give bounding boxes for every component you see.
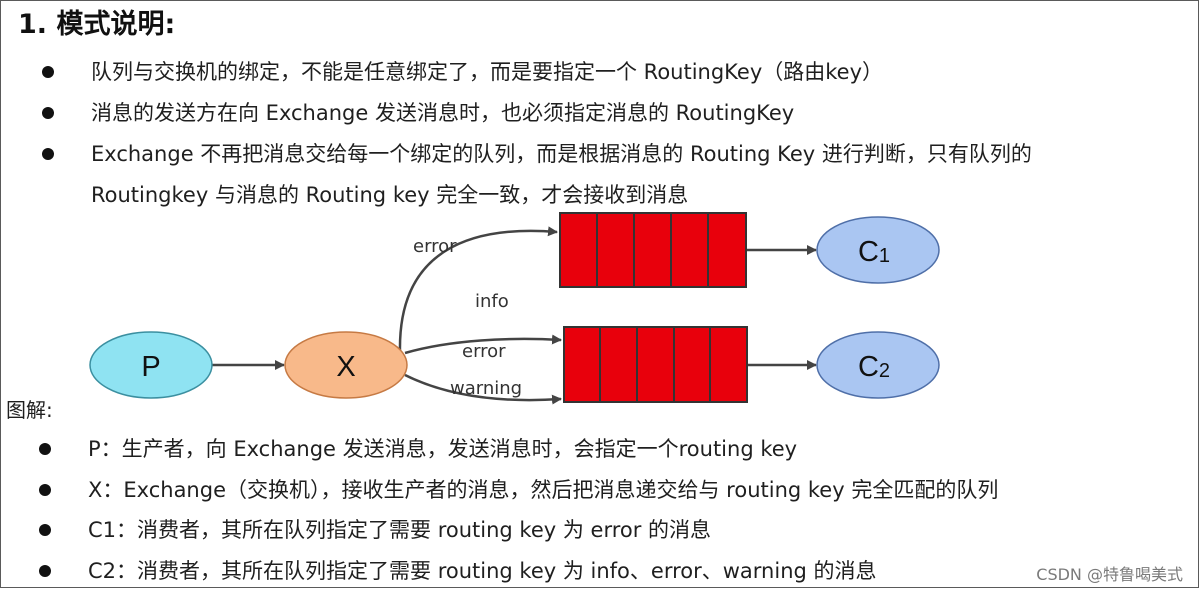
bullet-dot — [39, 484, 51, 496]
legend-bullet-text: X：Exchange（交换机），接收生产者的消息，然后把消息递交给与 routi… — [88, 478, 999, 502]
legend-bullet-exchange: X：Exchange（交换机），接收生产者的消息，然后把消息递交给与 routi… — [39, 474, 999, 504]
queue-1 — [559, 212, 747, 288]
figure-caption: 图解: — [6, 398, 53, 422]
legend-bullet-text: P：生产者，向 Exchange 发送消息，发送消息时，会指定一个routing… — [88, 437, 798, 461]
section-heading: 1. 模式说明: — [18, 9, 176, 40]
intro-bullet-3: Exchange 不再把消息交给每一个绑定的队列，而是根据消息的 Routing… — [42, 138, 1032, 168]
legend-bullet-text: C2：消费者，其所在队列指定了需要 routing key 为 info、err… — [88, 559, 877, 583]
intro-bullet-1: 队列与交换机的绑定，不能是任意绑定了，而是要指定一个 RoutingKey（路由… — [42, 56, 884, 86]
arrow-x-to-queue2-warning — [404, 373, 562, 405]
consumer-2-main: C — [858, 351, 879, 383]
intro-bullet-3-continued: Routingkey 与消息的 Routing key 完全一致，才会接收到消息 — [91, 179, 688, 209]
exchange-label: X — [336, 351, 355, 383]
consumer-1-node — [816, 216, 940, 284]
bullet-dot — [42, 107, 54, 119]
queue-2 — [563, 326, 748, 403]
arrow-x-to-queue2-error — [404, 334, 562, 355]
legend-bullet-consumer-2: C2：消费者，其所在队列指定了需要 routing key 为 info、err… — [39, 555, 877, 585]
route-label-q1-error: error — [413, 236, 457, 257]
intro-bullet-2: 消息的发送方在向 Exchange 发送消息时，也必须指定消息的 Routing… — [42, 97, 795, 127]
route-label-q2-error: error — [462, 341, 506, 362]
intro-bullet-text: Exchange 不再把消息交给每一个绑定的队列，而是根据消息的 Routing… — [91, 142, 1032, 166]
consumer-1-label: C1 — [858, 236, 890, 268]
producer-label: P — [141, 351, 160, 383]
watermark: CSDN @特鲁喝美式 — [1036, 565, 1183, 584]
exchange-node — [284, 331, 408, 399]
route-label-q2-warning: warning — [450, 378, 522, 399]
legend-bullet-text: C1：消费者，其所在队列指定了需要 routing key 为 error 的消… — [88, 518, 712, 542]
queue-1-box — [559, 212, 747, 288]
producer-node — [89, 331, 213, 399]
bullet-dot — [39, 443, 51, 455]
consumer-2-node — [816, 331, 940, 399]
intro-bullet-text: 消息的发送方在向 Exchange 发送消息时，也必须指定消息的 Routing… — [91, 101, 795, 125]
route-label-q2-info: info — [475, 291, 509, 312]
bullet-dot — [42, 148, 54, 160]
bullet-dot — [39, 524, 51, 536]
legend-bullet-producer: P：生产者，向 Exchange 发送消息，发送消息时，会指定一个routing… — [39, 433, 798, 463]
consumer-1-subscript: 1 — [879, 245, 890, 267]
consumer-2-label: C2 — [858, 351, 890, 383]
consumer-2-subscript: 2 — [879, 360, 890, 382]
bullet-dot — [42, 66, 54, 78]
bullet-dot — [39, 565, 51, 577]
legend-bullet-consumer-1: C1：消费者，其所在队列指定了需要 routing key 为 error 的消… — [39, 514, 712, 544]
queue-2-box — [563, 326, 748, 403]
arrow-x-to-queue1-error — [398, 226, 558, 353]
intro-bullet-text: 队列与交换机的绑定，不能是任意绑定了，而是要指定一个 RoutingKey（路由… — [91, 60, 884, 84]
intro-bullet-text: Routingkey 与消息的 Routing key 完全一致，才会接收到消息 — [91, 183, 689, 207]
consumer-1-main: C — [858, 236, 879, 268]
